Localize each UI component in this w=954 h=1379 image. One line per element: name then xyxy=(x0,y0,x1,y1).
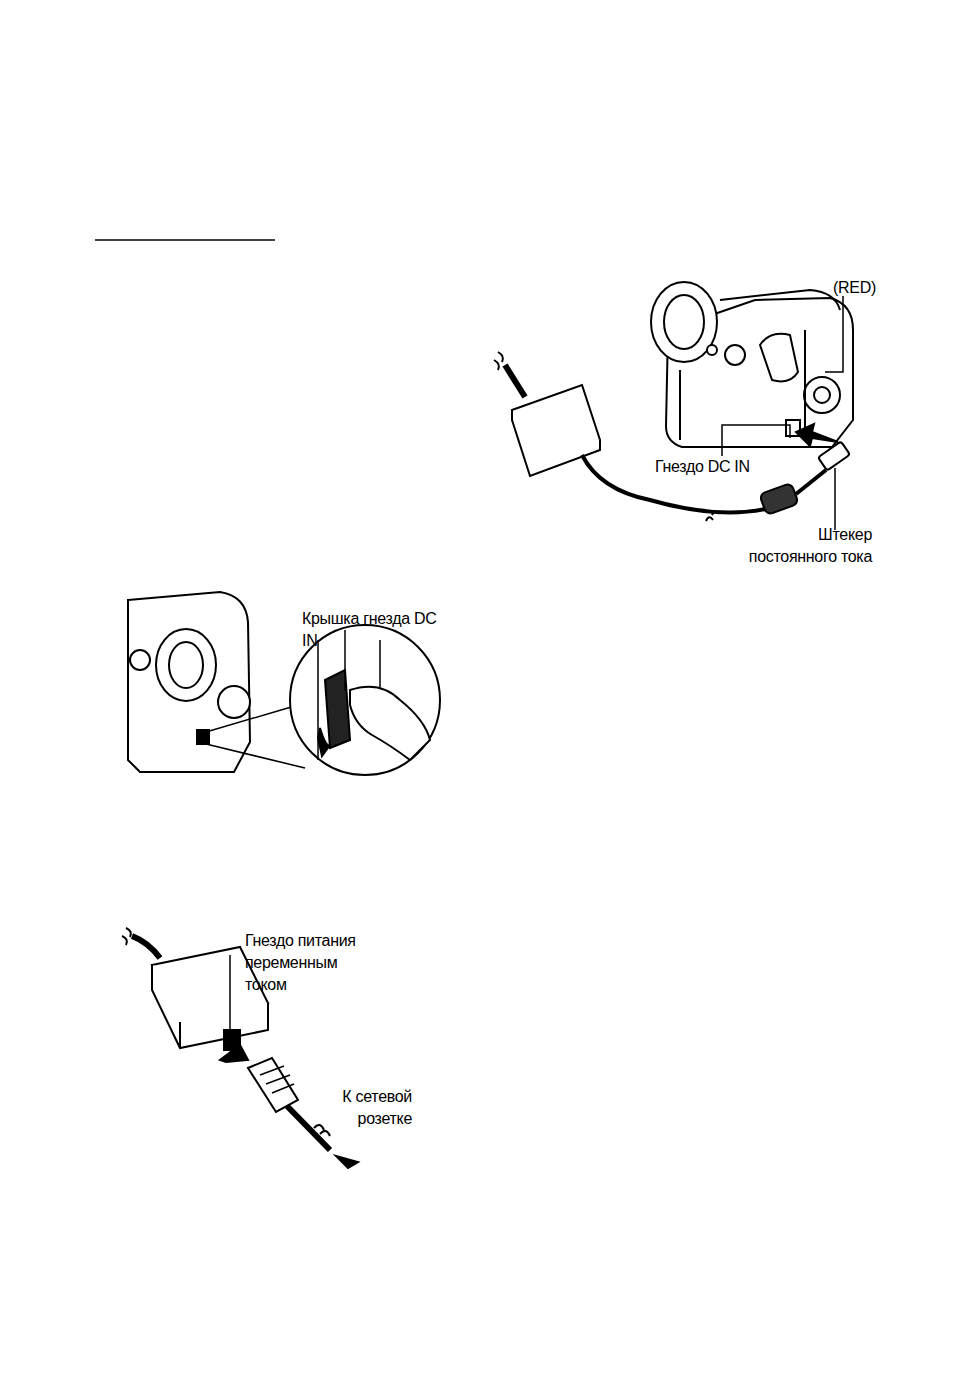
lens-hood xyxy=(651,282,717,362)
break-mark xyxy=(314,1125,330,1136)
mode-dial xyxy=(814,387,830,403)
lens xyxy=(664,295,704,349)
leader-line xyxy=(722,296,843,530)
part-label: Гнездо DC IN xyxy=(655,456,795,478)
part-label: Гнездо питания переменным током xyxy=(245,930,380,996)
lens-hood xyxy=(156,629,216,701)
lens xyxy=(169,642,203,688)
dc-jack-cover xyxy=(325,670,350,748)
ac-adapter xyxy=(494,352,850,521)
camcorder-body xyxy=(128,592,250,772)
open-arrow xyxy=(318,728,330,756)
leader-line xyxy=(344,630,346,690)
finger xyxy=(350,687,430,760)
adapter-edge xyxy=(179,1022,181,1048)
heading-rule xyxy=(95,239,275,241)
button xyxy=(707,345,717,355)
leader-line xyxy=(825,296,843,372)
break-mark xyxy=(706,511,719,521)
eyepiece xyxy=(760,334,798,382)
button xyxy=(130,650,150,670)
insert-arrow xyxy=(796,424,838,446)
cable xyxy=(796,470,826,494)
part-label: (RED) xyxy=(833,277,893,299)
ac-plug xyxy=(248,1058,298,1112)
insert-arrow xyxy=(220,1045,248,1062)
leader-line xyxy=(834,468,836,530)
direction-arrow xyxy=(336,1156,358,1168)
cord xyxy=(505,365,525,397)
dc-plug xyxy=(818,441,850,470)
cord xyxy=(287,1106,330,1150)
button xyxy=(725,345,745,365)
break-mark xyxy=(122,928,131,945)
cord xyxy=(132,936,160,958)
part-label: Крышка гнезда DC IN xyxy=(302,608,452,652)
mode-dial xyxy=(218,686,250,718)
camcorder-top xyxy=(720,290,840,310)
mode-dial xyxy=(804,377,840,413)
plug-grip xyxy=(260,1066,294,1093)
part-label: Штекер постоянного тока xyxy=(730,524,872,568)
panel-line xyxy=(680,330,805,440)
leader-line xyxy=(722,425,790,456)
ferrite-core xyxy=(759,483,798,515)
leader-line xyxy=(229,955,231,1030)
camcorder xyxy=(651,282,853,447)
break-mark xyxy=(494,352,503,370)
part-label: К сетевой розетке xyxy=(300,1086,412,1130)
zoom-line xyxy=(206,705,305,768)
